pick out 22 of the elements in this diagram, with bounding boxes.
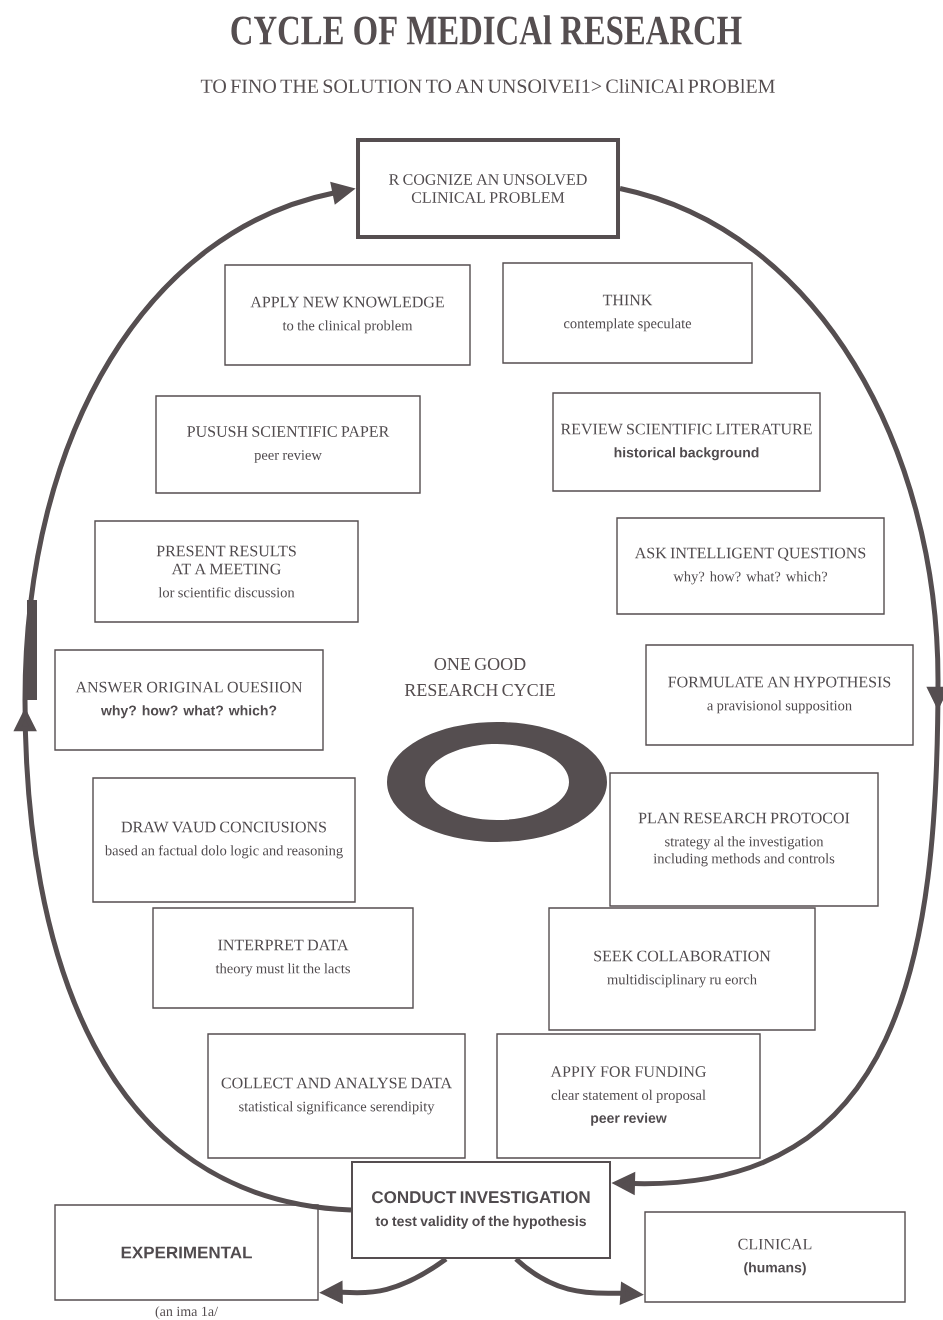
- subtitle: TO FINO THE SOLUTION TO AN UNSOlVEI1> CliNICAl PROBlEM: [200, 78, 775, 94]
- process-box: APPIY FOR FUNDING clear statement ol proposal peer review: [496, 1033, 761, 1159]
- process-box: CONDUCT INVESTIGATION to test validity of the hypothesis: [351, 1161, 611, 1259]
- process-box: FORMULATE AN HYPOTHESIS a pravisionol supposition: [645, 644, 914, 746]
- process-box: R COGNIZE AN UNSOLVED CLINICAL PROBLEM: [356, 138, 620, 239]
- process-box: APPLY NEW KNOWLEDGE to the clinical problem: [224, 264, 471, 366]
- process-box: REVIEW SCIENTIFIC LITERATURE historical background: [552, 392, 821, 492]
- process-box: PUSUSH SCIENTIFIC PAPER peer review: [155, 395, 421, 494]
- process-box: SEEK COLLABORATION multidisciplinary ru eorch: [548, 907, 816, 1031]
- process-box: INTERPRET DATA theory must lit the lacts: [152, 907, 414, 1009]
- process-box: THINK contemplate speculate: [502, 262, 753, 364]
- process-box: CLINICAL (humans): [644, 1211, 906, 1303]
- center-label: ONE GOOD RESEARCH CYCIE: [404, 657, 555, 697]
- process-box: ASK INTELLIGENT QUESTIONS why? how? what? which?: [616, 517, 885, 615]
- process-box: DRAW VAUD CONCIUSIONS based an factual dolo logic and reasoning: [92, 777, 356, 903]
- process-box: COLLECT AND ANALYSE DATA statistical significance serendipity: [207, 1033, 466, 1159]
- caption-text: (an ima 1a/: [155, 1306, 218, 1319]
- process-box: PLAN RESEARCH PROTOCOI strategy al the investigation including methods and controls: [609, 772, 879, 907]
- process-box: PRESENT RESULTS AT A MEETING lor scientific discussion: [94, 520, 359, 623]
- process-box: ANSWER ORIGINAL OUESIION why? how? what? which?: [54, 649, 324, 751]
- process-box: EXPERIMENTAL: [54, 1204, 319, 1301]
- title: CYCLE OF MEDICAl RESEARCH: [231, 15, 742, 45]
